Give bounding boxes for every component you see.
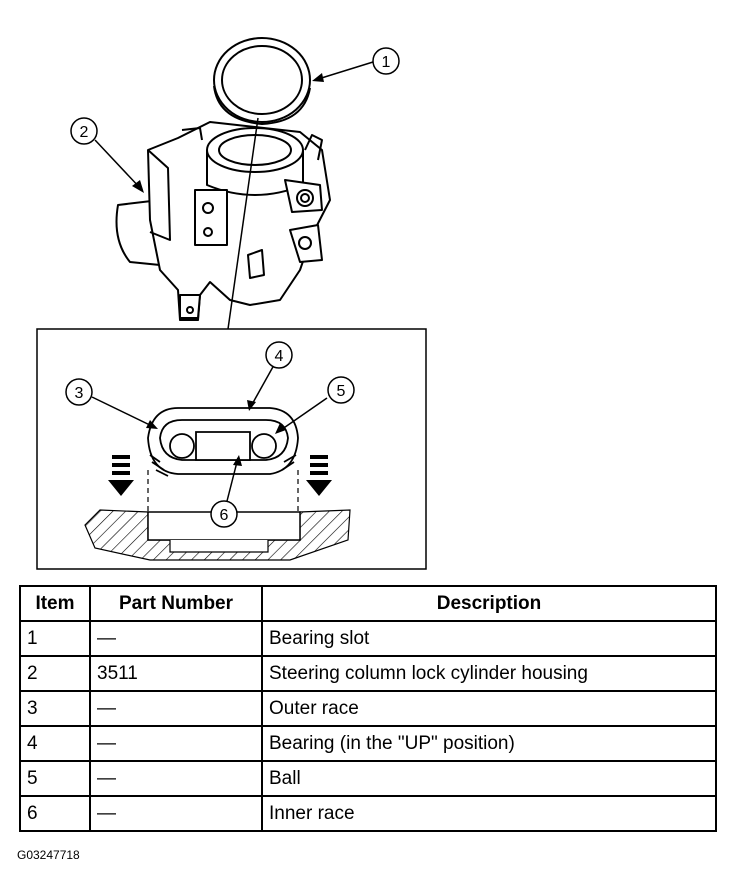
part-number-cell: — xyxy=(89,760,263,797)
callout-4: 4 xyxy=(265,341,293,369)
part-number-cell: — xyxy=(89,620,263,657)
description-cell: Inner race xyxy=(261,795,717,832)
alignment-guides xyxy=(147,470,299,512)
item-cell: 4 xyxy=(19,725,91,762)
callout-5: 5 xyxy=(327,376,355,404)
callout-2-label: 2 xyxy=(80,124,89,141)
callout-leaders xyxy=(91,61,374,506)
down-arrow-right xyxy=(306,455,332,496)
header-description: Description xyxy=(261,585,717,622)
bearing-ball-left xyxy=(169,433,195,459)
table-row: 4 — Bearing (in the "UP" position) xyxy=(19,725,717,762)
part-number-cell: — xyxy=(89,725,263,762)
description-cell: Ball xyxy=(261,760,717,797)
part-number-cell: — xyxy=(89,795,263,832)
exploded-view-diagram: 1 2 3 4 5 6 xyxy=(36,37,427,570)
table-header-row: Item Part Number Description xyxy=(19,585,717,622)
header-part-number: Part Number xyxy=(89,585,263,622)
callout-5-label: 5 xyxy=(337,383,346,400)
item-cell: 3 xyxy=(19,690,91,727)
part-number-cell: — xyxy=(89,690,263,727)
callout-1-label: 1 xyxy=(382,54,391,71)
table-row: 6 — Inner race xyxy=(19,795,717,832)
callout-6: 6 xyxy=(210,500,238,528)
detail-box xyxy=(36,328,427,570)
description-cell: Outer race xyxy=(261,690,717,727)
callout-arrowheads xyxy=(132,73,324,466)
callout-1: 1 xyxy=(372,47,400,75)
table-row: 1 — Bearing slot xyxy=(19,620,717,657)
description-cell: Steering column lock cylinder housing xyxy=(261,655,717,692)
part-number-cell: 3511 xyxy=(89,655,263,692)
lock-cylinder-housing xyxy=(115,121,331,321)
table-row: 3 — Outer race xyxy=(19,690,717,727)
figure-code: G03247718 xyxy=(17,848,80,862)
callout-2: 2 xyxy=(70,117,98,145)
item-cell: 2 xyxy=(19,655,91,692)
header-item: Item xyxy=(19,585,91,622)
description-cell: Bearing slot xyxy=(261,620,717,657)
bearing-ring xyxy=(213,37,311,126)
description-cell: Bearing (in the "UP" position) xyxy=(261,725,717,762)
callout-6-label: 6 xyxy=(220,507,229,524)
table-row: 2 3511 Steering column lock cylinder hou… xyxy=(19,655,717,692)
detail-leader xyxy=(227,117,259,330)
callout-3-label: 3 xyxy=(75,385,84,402)
bearing-ball-right xyxy=(251,433,277,459)
callout-3: 3 xyxy=(65,378,93,406)
table-row: 5 — Ball xyxy=(19,760,717,797)
item-cell: 1 xyxy=(19,620,91,657)
item-cell: 6 xyxy=(19,795,91,832)
mounting-surface xyxy=(84,509,351,561)
item-cell: 5 xyxy=(19,760,91,797)
down-arrow-left xyxy=(108,455,134,496)
parts-table: Item Part Number Description 1 — Bearing… xyxy=(19,585,717,832)
bearing-cross-section xyxy=(147,407,299,477)
callout-4-label: 4 xyxy=(275,348,284,365)
